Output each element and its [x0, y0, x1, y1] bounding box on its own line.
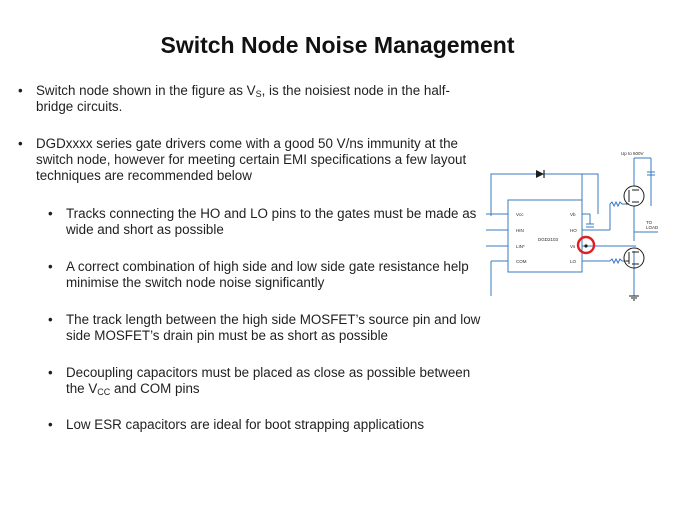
ic-box	[507, 199, 583, 273]
pin-vcc-label: Vcc	[516, 212, 524, 217]
ground-symbol	[629, 295, 639, 301]
sub-bullet-decoupling: • Decoupling capacitors must be placed a…	[48, 365, 471, 397]
ic-label: DGD2103	[538, 237, 559, 242]
mosfet-low	[623, 247, 645, 269]
resistor-high	[609, 200, 626, 230]
pin-vs-label: Vs	[570, 244, 576, 249]
wires	[486, 157, 658, 296]
bullet-dot: •	[18, 136, 23, 151]
switch-node-highlight	[576, 235, 596, 255]
slide-title: Switch Node Noise Management	[160, 32, 515, 58]
bootstrap-diode	[536, 170, 544, 178]
bullet-switch-node: • Switch node shown in the figure as VS,…	[18, 83, 450, 114]
load-label-1: TO	[646, 220, 653, 225]
bullet-dgd-immunity: • DGDxxxx series gate drivers come with …	[18, 136, 467, 183]
bullet-dot: •	[48, 206, 53, 221]
bullet-dot: •	[18, 83, 23, 98]
pin-ho-label: HO	[570, 228, 577, 233]
half-bridge-circuit-diagram: Vcc HIN LIN* COM Vb HO Vs LO DGD2103 Up …	[486, 151, 659, 301]
bullet-dot: •	[48, 365, 53, 380]
bootstrap-wire	[490, 173, 583, 216]
sub-bullet-track-length: • The track length between the high side…	[48, 312, 481, 343]
sub-bullet-gate-resistance: • A correct combination of high side and…	[48, 259, 469, 290]
bullet-dot: •	[48, 417, 53, 432]
bullet-dot: •	[48, 259, 53, 274]
vb-wire	[582, 173, 599, 214]
pin-hin-label: HIN	[516, 228, 524, 233]
pin-com-label: COM	[516, 259, 527, 264]
resistor-low	[609, 257, 626, 265]
sub-bullet-tracks: • Tracks connecting the HO and LO pins t…	[48, 206, 477, 237]
pin-lin-label: LIN*	[516, 244, 525, 249]
sub-bullet-low-esr: • Low ESR capacitors are ideal for boot …	[48, 417, 425, 432]
pin-lo-label: LO	[570, 259, 577, 264]
bullet-dot: •	[48, 312, 53, 327]
mosfet-high	[623, 185, 645, 207]
pin-vb-label: Vb	[570, 212, 576, 217]
load-label-2: LOAD	[646, 225, 659, 230]
supply-label: Up to 600V	[621, 151, 644, 156]
